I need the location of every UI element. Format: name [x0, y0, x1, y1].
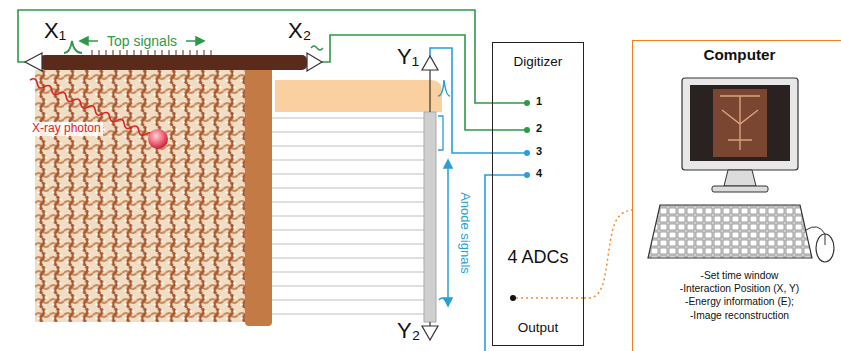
- screen-image: [720, 96, 760, 150]
- box-heading: Computer: [633, 45, 841, 65]
- monitor-symbol: [682, 78, 798, 170]
- preamp-symbol: [25, 53, 42, 71]
- preamp-name: Y₂: [397, 318, 420, 343]
- bracket: [438, 116, 443, 150]
- photon-wave: [29, 77, 154, 139]
- monitor-stand: [724, 170, 756, 186]
- readout-bar: [40, 55, 307, 70]
- signal-name: Anode signals: [458, 192, 473, 274]
- preamp-name: Y₁: [397, 44, 419, 69]
- box-heading: Digitizer: [493, 53, 583, 71]
- monitor-screen: [690, 85, 790, 161]
- anode-wires: [272, 118, 424, 314]
- output-pin: [510, 295, 516, 301]
- input-pin: [524, 127, 530, 133]
- keyboard-symbol: [648, 205, 812, 258]
- computer-box: Computer -Set time window-Interaction Pos…: [632, 40, 841, 351]
- anode-lead: [429, 70, 430, 112]
- monitor-stand: [712, 186, 768, 192]
- digitizer-box: Digitizer 4 ADCsOutput: [492, 42, 584, 346]
- mouse-cable: [806, 227, 825, 234]
- double-arrow: [444, 160, 452, 306]
- pulse-symbol: [64, 41, 82, 53]
- photon-label: X-ray photon: [30, 122, 103, 136]
- box-text: 4 ADCs: [493, 246, 583, 269]
- readout-teeth: [92, 50, 211, 55]
- output-wire: [516, 297, 584, 299]
- mouse-symbol: [816, 234, 834, 262]
- pulse-symbol: [438, 80, 450, 96]
- signal-wire: [430, 48, 527, 153]
- channel-number: 3: [536, 145, 542, 158]
- interaction-point: [148, 129, 168, 149]
- mouse-symbol: [825, 234, 826, 245]
- input-pin: [524, 100, 530, 106]
- anode-bar: [424, 112, 436, 322]
- box-text: -Set time window: [633, 269, 841, 282]
- preamp-symbol: [422, 56, 438, 70]
- signal-name: Top signals: [107, 33, 177, 49]
- input-pin: [524, 150, 530, 156]
- preamp-name: X₁: [44, 18, 66, 43]
- box-text: Output: [493, 319, 583, 337]
- preamp-symbol: [307, 53, 322, 71]
- box-text: -Interaction Position (X, Y): [633, 282, 841, 295]
- channel-number: 4: [536, 167, 542, 180]
- channel-number: 1: [536, 95, 542, 108]
- box-text: -Energy information (E);: [633, 295, 841, 308]
- signal-cable: [584, 210, 632, 298]
- screen-image: [713, 89, 767, 157]
- fiber-mesh: [35, 70, 247, 322]
- channel-number: 2: [536, 122, 542, 135]
- side-electrode: [245, 60, 272, 326]
- preamp-symbol: [422, 326, 438, 340]
- box-text: -Image reconstruction: [633, 309, 841, 322]
- input-pin: [524, 172, 530, 178]
- preamp-name: X₂: [288, 18, 311, 43]
- anode-cover: [275, 80, 442, 112]
- pulse-symbol: [311, 46, 323, 50]
